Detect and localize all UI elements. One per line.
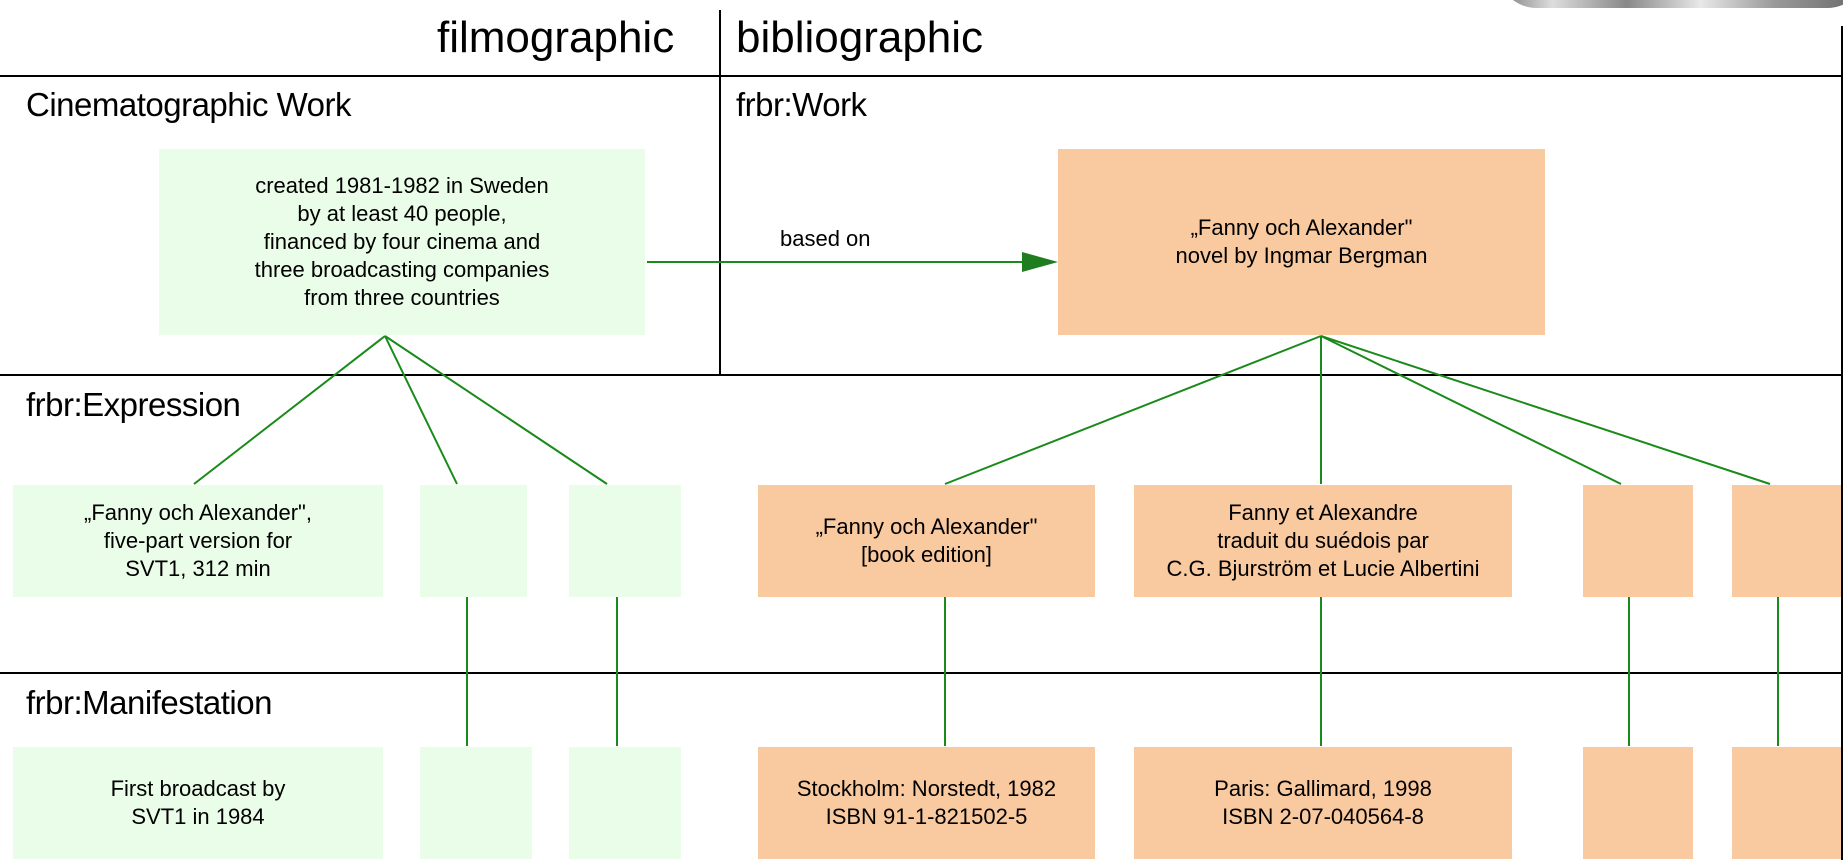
column-divider (719, 10, 721, 375)
photo-fragment (1497, 0, 1843, 8)
film-work-box: created 1981-1982 in Sweden by at least … (159, 149, 645, 335)
novel-to-expression-3 (1320, 335, 1622, 485)
film-expression-box-1: „Fanny och Alexander", five-part version… (13, 485, 383, 597)
column-heading-filmographic: filmographic (437, 13, 675, 62)
film-manifestation-box-2 (420, 747, 532, 859)
row-heading-cinematographic-work: Cinematographic Work (26, 86, 352, 123)
book-expression-box-1: „Fanny och Alexander" [book edition] (758, 485, 1095, 597)
based-on-arrow-head (1022, 252, 1058, 272)
connector-edges (193, 261, 1779, 746)
film-work-to-expression-3 (384, 335, 608, 485)
film-expression-box-3 (569, 485, 681, 597)
row-heading-frbr-manifestation: frbr:Manifestation (26, 684, 272, 721)
film-work-to-expression-2 (384, 335, 458, 485)
column-heading-bibliographic: bibliographic (736, 13, 984, 62)
book-expression-box-2: Fanny et Alexandre traduit du suédois pa… (1134, 485, 1512, 597)
film-manifestation-box-3 (569, 747, 681, 859)
book-expression-box-4 (1732, 485, 1841, 597)
book-manifestation-box-4 (1732, 747, 1841, 859)
row-heading-frbr-work: frbr:Work (736, 86, 867, 123)
film-expression-box-2 (420, 485, 527, 597)
book-manifestation-box-3 (1583, 747, 1693, 859)
book-expression-box-3 (1583, 485, 1693, 597)
film-manifestation-box-1: First broadcast by SVT1 in 1984 (13, 747, 383, 859)
book-manifestation-box-2: Paris: Gallimard, 1998 ISBN 2-07-040564-… (1134, 747, 1512, 859)
novel-work-box: „Fanny och Alexander" novel by Ingmar Be… (1058, 149, 1545, 335)
book-manifestation-box-1: Stockholm: Norstedt, 1982 ISBN 91-1-8215… (758, 747, 1095, 859)
novel-to-expression-1 (944, 335, 1322, 485)
right-edge-rule (1841, 26, 1843, 860)
based-on-label: based on (780, 226, 871, 251)
novel-to-expression-4 (1320, 335, 1771, 485)
film-work-to-expression-1 (193, 335, 386, 485)
header-rule (0, 75, 1843, 77)
row-heading-frbr-expression: frbr:Expression (26, 386, 241, 423)
expression-rule (0, 374, 1843, 376)
manifestation-rule (0, 672, 1843, 674)
